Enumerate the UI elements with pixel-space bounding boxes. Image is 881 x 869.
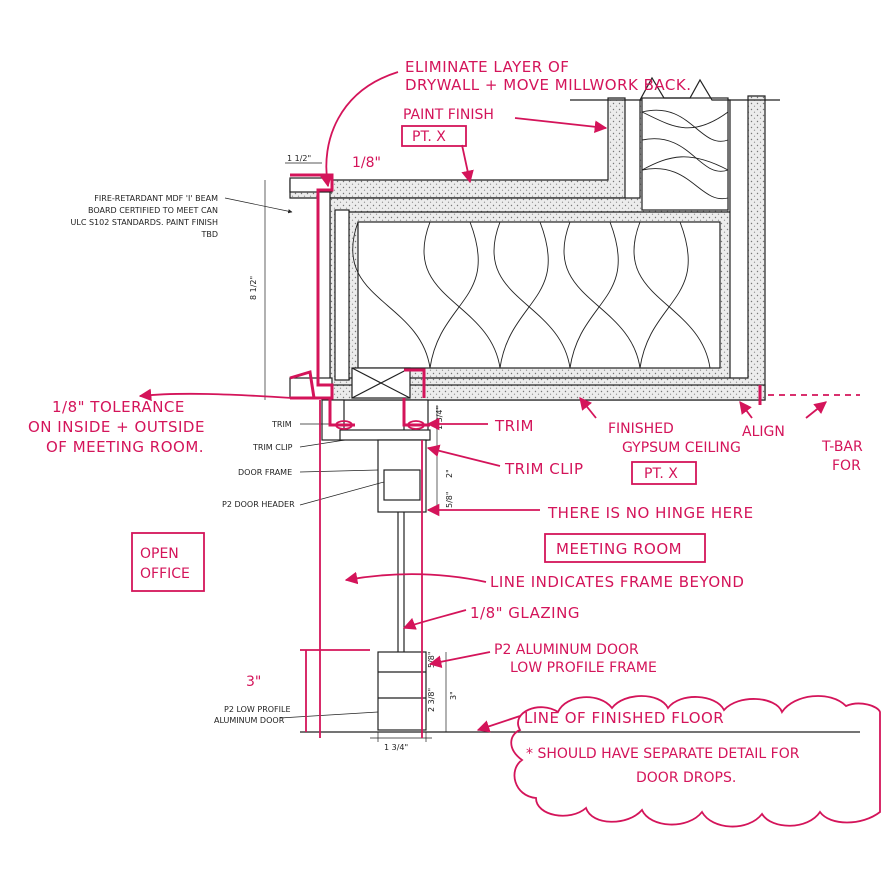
revision-cloud: [510, 695, 881, 828]
header-profile-inner: [383, 469, 421, 501]
leader-trim-clip-markup: [426, 444, 501, 467]
finished-line-1: FINISHED: [608, 421, 674, 437]
no-hinge-label: THERE IS NO HINGE HERE: [547, 504, 754, 522]
leader-eliminate: [319, 71, 399, 188]
leader-floor: [476, 715, 521, 733]
alum-door-line-2: LOW PROFILE FRAME: [510, 660, 657, 676]
separate-detail-line-1: * SHOULD HAVE SEPARATE DETAIL FOR: [526, 746, 800, 762]
label-trim-clip: TRIM CLIP: [252, 443, 293, 452]
dim-1-3-4-side: 1 3/4": [435, 406, 444, 430]
label-door-header: P2 DOOR HEADER: [222, 500, 295, 509]
dim-5-8-upper: 5/8": [445, 491, 454, 508]
door-note-line-2: ALUMINUM DOOR: [214, 716, 285, 725]
tbar-line-2: FOR: [832, 458, 861, 474]
leader-door: [279, 711, 379, 719]
dim-2: 2": [445, 469, 454, 478]
blocking-x: [351, 367, 411, 399]
label-door-frame: DOOR FRAME: [238, 468, 292, 477]
leader-trim-clip: [299, 439, 346, 448]
trim-redline-left: [289, 370, 355, 427]
open-office-line-2: OFFICE: [140, 566, 190, 582]
leader-paint-finish: [514, 117, 608, 134]
door-bottom-rail: [377, 651, 427, 731]
tolerance-line-3: OF MEETING ROOM.: [46, 438, 204, 456]
ceiling-soffit-drawing: [224, 76, 860, 742]
label-trim: TRIM: [271, 420, 292, 429]
pt-x-top-label: PT. X: [412, 129, 446, 145]
leader-frame-beyond: [344, 571, 487, 585]
finished-floor-label: LINE OF FINISHED FLOOR: [524, 709, 724, 727]
trim-clip-markup-label: TRIM CLIP: [504, 460, 584, 478]
meeting-room-label: MEETING ROOM: [556, 540, 682, 558]
trim-clip-left: [321, 399, 345, 441]
trim-redline-right: [402, 368, 430, 427]
leader-pt-x: [461, 144, 474, 184]
eighth-inch-top: 1/8": [352, 155, 381, 171]
eliminate-line-2: DRYWALL + MOVE MILLWORK BACK.: [405, 76, 692, 94]
meeting-room-box: [544, 533, 706, 563]
tolerance-line-1: 1/8" TOLERANCE: [52, 398, 185, 416]
dim-2-3-8: 2 3/8": [427, 688, 436, 712]
paint-finish-label: PAINT FINISH: [403, 107, 494, 123]
insulation-batt-upper: [641, 97, 729, 211]
leader-alum-door: [428, 651, 491, 668]
trim-clip-circle-left: [335, 420, 353, 430]
trim-clip-circle-right: [407, 420, 425, 430]
leader-glazing: [402, 609, 467, 630]
pt-x-box-top: [401, 125, 467, 147]
i-beam-web: [334, 209, 350, 381]
dim-5-8-lower: 5/8": [427, 651, 436, 668]
beam-note-line-1: FIRE-RETARDANT MDF 'I' BEAM: [94, 194, 218, 203]
leader-align-left: [739, 400, 753, 419]
open-office-box: [131, 532, 205, 592]
beam-note-line-4: TBD: [200, 230, 218, 239]
dim-3: 3": [449, 691, 458, 700]
dim-1-3-4-bottom: 1 3/4": [384, 743, 408, 752]
red-markup-text: ELIMINATE LAYER OF DRYWALL + MOVE MILLWO…: [28, 58, 863, 786]
trim-markup-label: TRIM: [494, 417, 534, 435]
open-office-line-1: OPEN: [140, 546, 179, 562]
printed-labels: 1 1/2" 8 1/2" FIRE-RETARDANT MDF 'I' BEA…: [71, 154, 458, 752]
insulation-pattern: [352, 221, 711, 369]
separate-detail-line-2: DOOR DROPS.: [636, 770, 736, 786]
pt-x-box-ceiling: [631, 461, 697, 485]
insulation-batt-main: [357, 221, 721, 369]
insulation-upper-pattern: [641, 109, 729, 200]
glazing-label: 1/8" GLAZING: [470, 604, 580, 622]
three-inch-label: 3": [246, 674, 261, 690]
break-line: [570, 76, 780, 101]
tolerance-line-2: ON INSIDE + OUTSIDE: [28, 418, 205, 436]
tbar-line-1: T-BAR: [821, 439, 863, 455]
alum-door-line-1: P2 ALUMINUM DOOR: [494, 642, 639, 658]
leader-beam: [224, 197, 293, 214]
header-channel: [339, 429, 431, 441]
red-markup-shapes: [131, 71, 881, 828]
leader-align-right: [805, 401, 827, 419]
finished-line-2: GYPSUM CEILING: [622, 440, 741, 456]
dim-1-1-2: 1 1/2": [287, 154, 311, 163]
door-note-line-1: P2 LOW PROFILE: [224, 705, 291, 714]
frame-beyond-label: LINE INDICATES FRAME BEYOND: [490, 573, 744, 591]
leader-header: [299, 481, 385, 506]
mdf-i-beam: [317, 189, 331, 396]
dim-8-1-2: 8 1/2": [249, 276, 258, 300]
eliminate-line-1: ELIMINATE LAYER OF: [405, 58, 569, 76]
beam-note-line-2: BOARD CERTIFIED TO MEET CAN: [88, 206, 218, 215]
leader-tolerance: [138, 388, 293, 402]
pt-x-ceiling-label: PT. X: [644, 466, 678, 482]
leader-ceiling: [579, 397, 597, 419]
beam-note-line-3: ULC S102 STANDARDS. PAINT FINISH: [71, 218, 218, 227]
align-label: ALIGN: [742, 424, 785, 440]
leader-door-frame: [299, 469, 379, 473]
